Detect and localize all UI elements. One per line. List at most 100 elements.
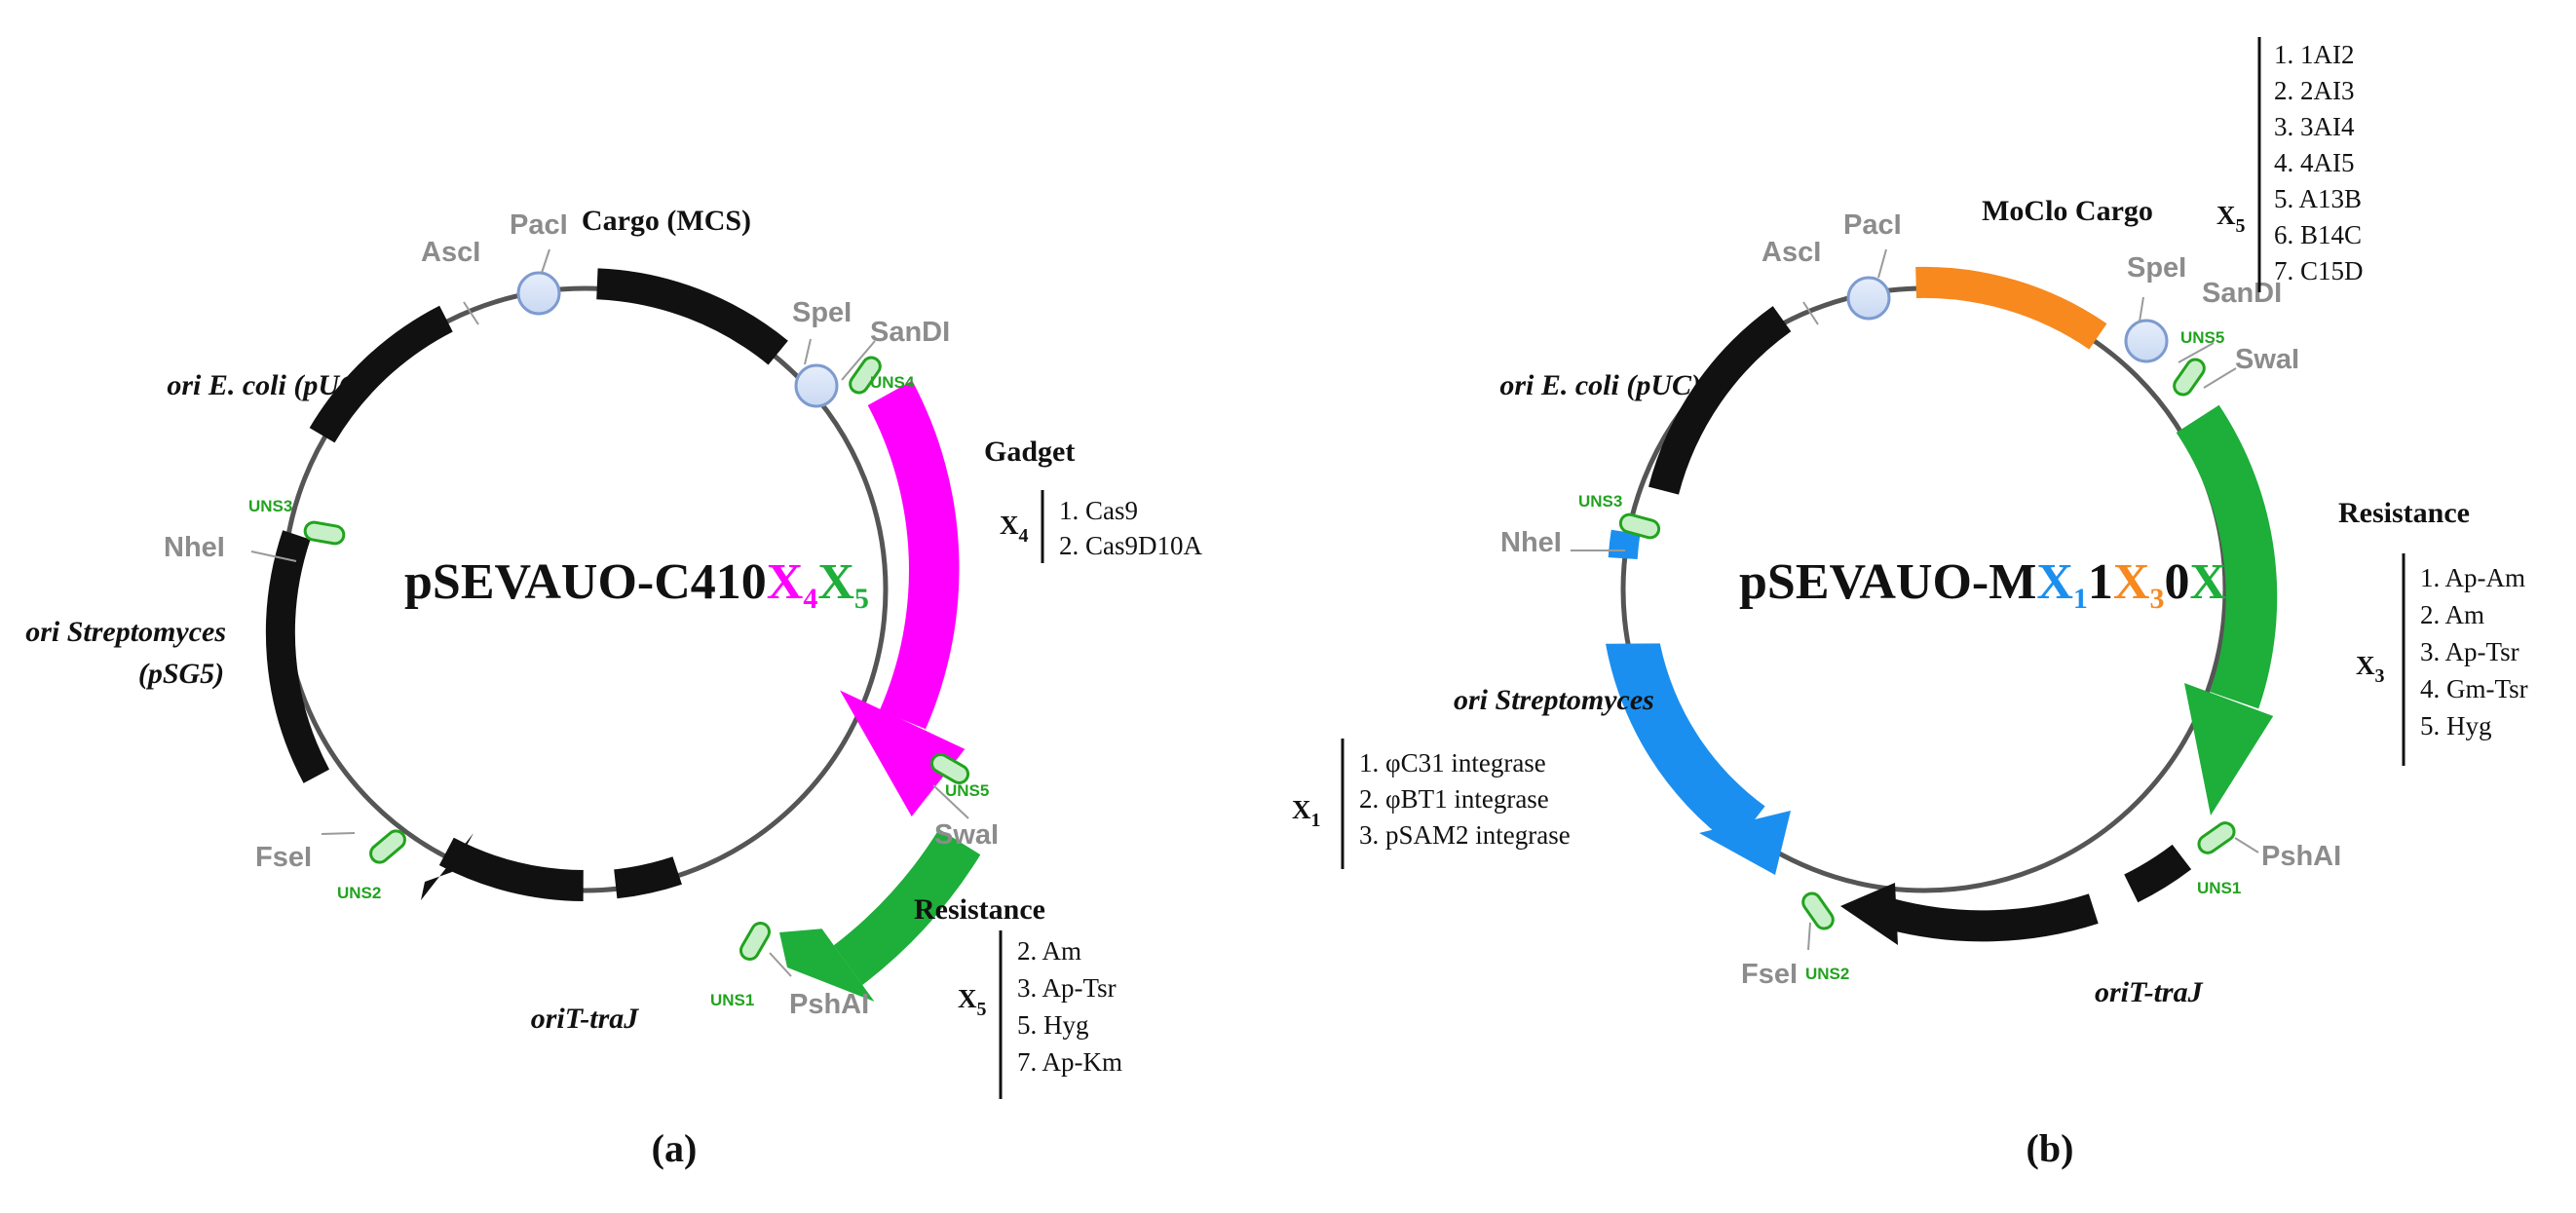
gadget-var-sub: 4: [1019, 525, 1029, 547]
cargo-option-6: 6. B14C: [2274, 220, 2362, 249]
title-b-prefix: pSEVAUO-M: [1739, 554, 2036, 610]
uns3-label-a: UNS3: [248, 497, 292, 515]
panel-label-a: (a): [652, 1126, 698, 1170]
cargo-var-sub: 5: [2236, 215, 2246, 237]
uns2-label-a: UNS2: [337, 884, 381, 902]
gadget-arrowhead: [840, 690, 966, 816]
cargo-option-5: 5. A13B: [2274, 184, 2362, 213]
resistance-arrow-body-b: [2176, 404, 2278, 709]
uns1-label-b: UNS1: [2197, 879, 2241, 897]
nheI-label-b: NheI: [1500, 527, 1562, 558]
orit-label-a-part2: T-traJ: [565, 1003, 640, 1035]
title-b-x5: X: [2189, 554, 2226, 610]
fseI-leader-b: [1807, 922, 1811, 951]
uns5-oval-b: [2173, 358, 2206, 397]
orit-label-a-part1: ori: [531, 1003, 566, 1035]
speI-leader-b: [2139, 296, 2144, 322]
plasmid-title-a: pSEVAUO-C410X4X5: [404, 554, 869, 615]
uns1-label-a: UNS1: [710, 991, 754, 1009]
plasmid-map-a: AscI PacI SpeI SanDI NheI FseI SwaI PshA…: [25, 205, 1202, 1170]
cargo-label-a: Cargo (MCS): [582, 205, 751, 237]
resistance-option-b-3: 3. Ap-Tsr: [2420, 637, 2519, 666]
panel-label-b: (b): [2027, 1126, 2074, 1170]
integrase-option-3: 3. pSAM2 integrase: [1359, 820, 1571, 850]
integrase-arrow-body: [1606, 643, 1765, 848]
nheI-leader-a: [250, 550, 297, 562]
swaI-leader-a: [932, 784, 969, 819]
uns2-label-b: UNS2: [1805, 965, 1849, 983]
moclo-cargo-segment: [1915, 266, 2107, 350]
uns3-label-b: UNS3: [1578, 492, 1622, 511]
cargo-option-1: 1. 1AI2: [2274, 40, 2355, 69]
plasmid-title-b: pSEVAUO-MX11X30X5: [1739, 554, 2241, 615]
ori-ecoli-label-a: ori E. coli (pUC): [167, 369, 368, 401]
uns5-oval-a: [929, 753, 970, 784]
resistance-label-b: Resistance: [2338, 497, 2470, 529]
gadget-arrow-body: [867, 380, 960, 730]
sanDI-leader-a: [841, 340, 876, 381]
moclo-cargo-label: MoClo Cargo: [1982, 195, 2153, 227]
cargo-option-4: 4. 4AI5: [2274, 148, 2355, 177]
sanDI-label-b: SanDI: [2202, 278, 2282, 309]
speI-leader-a: [804, 338, 812, 365]
orit-label-b-part2: T-traJ: [2129, 976, 2204, 1008]
ascI-leader-a: [463, 301, 479, 325]
integrase-option-2: 2. φBT1 integrase: [1359, 784, 1549, 814]
uns2-oval-b: [1801, 891, 1835, 930]
ori-strep-label-b: ori Streptomyces: [1454, 684, 1654, 716]
cargo-option-3: 3. 3AI4: [2274, 112, 2355, 141]
title-b-x5-sub: 5: [2226, 583, 2241, 615]
resistance-option-b-2: 2. Am: [2420, 600, 2484, 629]
integrase-var-label: X1: [1292, 795, 1321, 831]
ascI-circle-b: [1846, 276, 1891, 321]
resistance-var-sub-b: 3: [2375, 665, 2385, 687]
orit-segment-b1: [2124, 844, 2192, 903]
title-b-x3-sub: 3: [2149, 583, 2164, 615]
cargo-segment-a: [596, 268, 788, 365]
speI-label-a: SpeI: [792, 297, 852, 328]
resistance-var-letter-b: X: [2356, 651, 2375, 680]
ascI-label-a: AscI: [421, 237, 480, 268]
orit-arrowhead-a: [421, 833, 474, 900]
nheI-label-a: NheI: [164, 532, 225, 563]
resistance-option-a-3: 5. Hyg: [1017, 1010, 1089, 1040]
cargo-var-letter: X: [2216, 201, 2236, 230]
resistance-option-a-4: 7. Ap-Km: [1017, 1047, 1122, 1077]
uns4-label: UNS4: [870, 373, 915, 392]
sanDI-leader-b: [2178, 342, 2215, 363]
title-b-x1: X: [2036, 554, 2073, 610]
integrase-var-letter: X: [1292, 795, 1311, 824]
ascI-leader-b: [1802, 301, 1819, 325]
pshAI-leader-a: [769, 952, 792, 977]
resistance-label-a: Resistance: [914, 893, 1045, 926]
orit-label-a: oriT-traJ: [531, 1003, 640, 1035]
pshAI-label-a: PshAI: [789, 989, 869, 1020]
resistance-arrowhead-b: [2184, 683, 2274, 815]
uns5-label-b: UNS5: [2180, 328, 2224, 347]
resistance-var-label-b: X3: [2356, 651, 2385, 687]
ori-ecoli-segment-b: [1648, 306, 1792, 495]
pshAI-label-b: PshAI: [2261, 841, 2341, 872]
gadget-var-label: X4: [1000, 511, 1029, 547]
uns4-oval: [849, 356, 882, 395]
ascI-label-b: AscI: [1762, 237, 1821, 268]
orit-segment-b2: [1885, 893, 2099, 942]
swaI-leader-b: [2203, 367, 2237, 389]
integrase-option-1: 1. φC31 integrase: [1359, 748, 1546, 777]
swaI-label-b: SwaI: [2235, 344, 2299, 375]
gadget-option-1: 1. Cas9: [1059, 496, 1138, 525]
cargo-option-2: 2. 2AI3: [2274, 76, 2355, 105]
ori-strep-segment-a: [265, 530, 330, 783]
ori-ecoli-label-b: ori E. coli (pUC): [1499, 369, 1701, 401]
pshAI-leader-b: [2234, 837, 2259, 853]
resistance-option-b-4: 4. Gm-Tsr: [2420, 674, 2528, 703]
uns3-oval-a: [303, 520, 346, 546]
speI-label-b: SpeI: [2127, 252, 2186, 284]
gadget-label: Gadget: [984, 436, 1075, 468]
speI-circle-a: [794, 363, 839, 408]
orit-label-b: oriT-traJ: [2095, 976, 2204, 1008]
integrase-arrowhead: [1699, 811, 1791, 875]
pacI-label-b: PacI: [1843, 209, 1902, 241]
sanDI-label-a: SanDI: [870, 317, 950, 348]
